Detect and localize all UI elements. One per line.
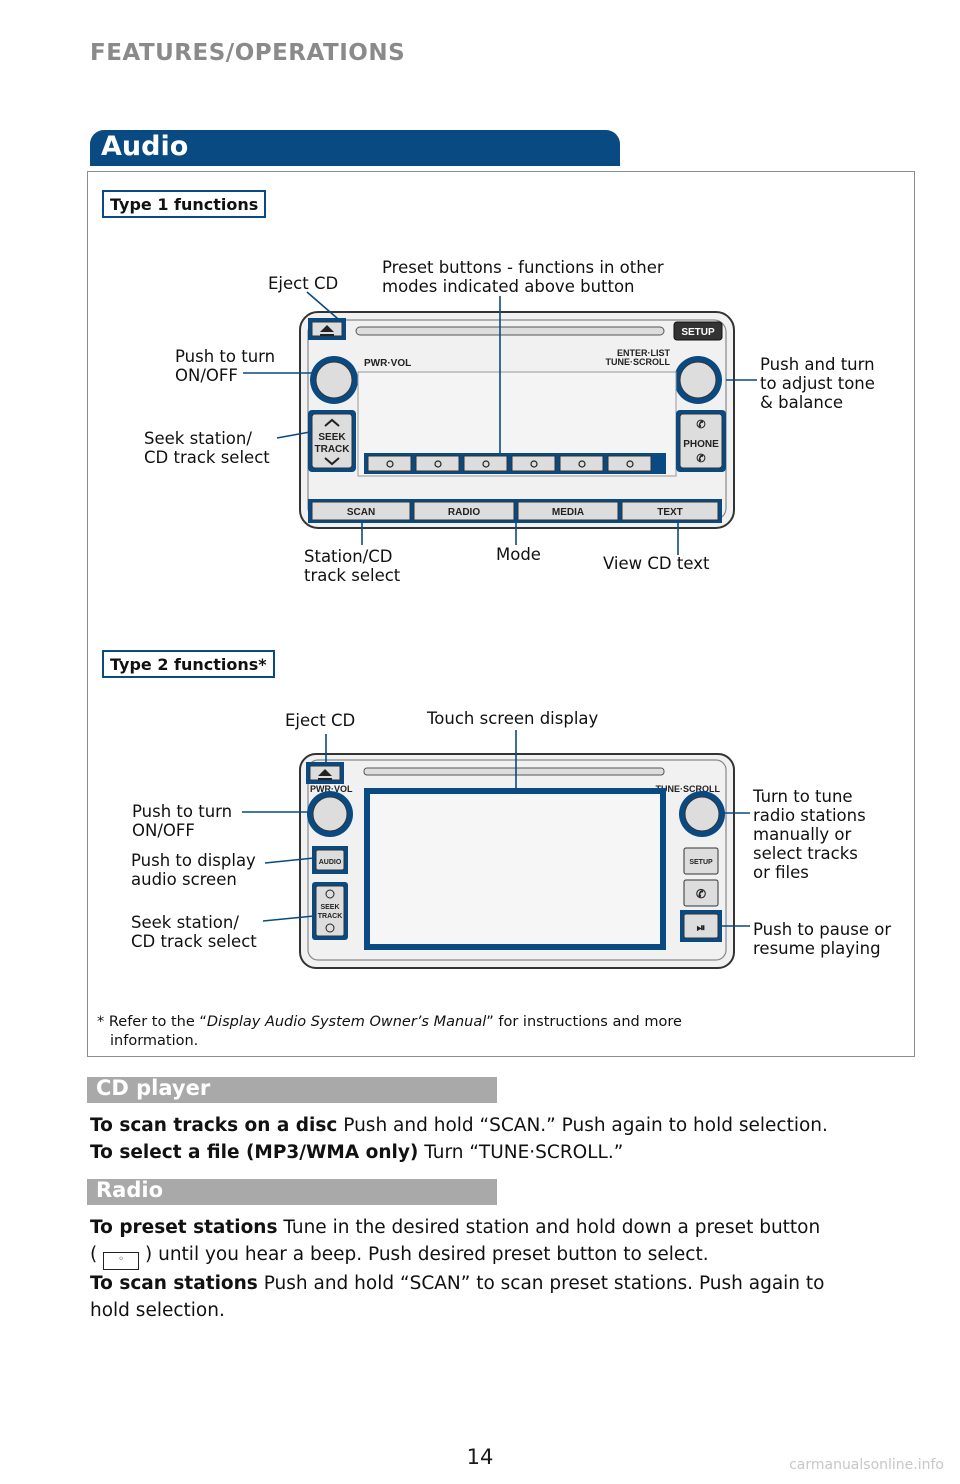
type1-mode-buttons: SCAN RADIO MEDIA TEXT <box>308 499 722 523</box>
preset-button-icon: ◦ <box>103 1252 140 1270</box>
play-pause-icon: ⏯ <box>697 922 706 934</box>
section-title: Audio <box>101 131 189 162</box>
manual-title: Display Audio System Owner’s Manual <box>206 1014 487 1030</box>
type1-tone-label: Push and turn to adjust tone & balance <box>760 355 875 412</box>
pwr-vol-label: PWR·VOL <box>364 358 411 369</box>
tune-scroll-label: TUNE·SCROLL <box>606 357 671 367</box>
type1-eject-label: Eject CD <box>268 274 339 293</box>
eject-icon <box>318 769 332 780</box>
svg-text:SEEK: SEEK <box>318 432 346 443</box>
type1-preset-label: Preset buttons - functions in other mode… <box>382 258 664 296</box>
type1-tag: Type 1 functions <box>102 190 267 218</box>
type2-pause-label: Push to pause or resume playing <box>753 920 892 958</box>
svg-text:SETUP: SETUP <box>689 859 713 866</box>
type2-seek-label: Seek station/ CD track select <box>131 913 257 951</box>
type1-view-text-label: View CD text <box>603 554 710 573</box>
type2-tune-label: Turn to tune radio stations manually or … <box>753 787 866 882</box>
cd-player-title: CD player <box>96 1076 211 1100</box>
page-number: 14 <box>466 1445 494 1469</box>
audio-figure-frame <box>87 171 915 1057</box>
text-button-label: TEXT <box>657 507 683 518</box>
radio-text: To preset stations Tune in the desired s… <box>90 1217 825 1321</box>
svg-text:TRACK: TRACK <box>315 444 351 455</box>
cd-player-text: To scan tracks on a disc Push and hold “… <box>90 1115 828 1163</box>
type1-setup-button <box>673 321 723 341</box>
type2-audio-label: Push to display audio screen <box>131 851 256 889</box>
type1-station-label: Station/CD track select <box>304 547 401 585</box>
pwr-vol-label: PWR·VOL <box>310 784 353 794</box>
setup-label: SETUP <box>681 327 715 338</box>
type1-power-label: Push to turn ON/OFF <box>175 347 276 385</box>
type2-seek-track-button: SEEK TRACK <box>312 882 348 940</box>
svg-text:SEEK: SEEK <box>320 904 339 911</box>
radio-title: Radio <box>96 1178 163 1202</box>
page-header: FEATURES/OPERATIONS <box>90 40 406 66</box>
type2-eject-label: Eject CD <box>285 711 356 730</box>
type1-phone-button: ✆ PHONE ✆ <box>676 410 726 472</box>
type1-head-unit: SETUP PWR·VOL ENTER·LIST TUNE·SCROLL SEE… <box>299 311 735 529</box>
type2-touch-label: Touch screen display <box>427 709 599 728</box>
svg-text:AUDIO: AUDIO <box>319 859 342 866</box>
enter-list-label: ENTER·LIST <box>617 348 671 358</box>
cd-player-bar <box>87 1077 497 1103</box>
type2-head-unit: PWR·VOL TUNE·SCROLL AUDIO SEEK TRACK SET… <box>299 753 735 969</box>
radio-button-label: RADIO <box>448 507 480 518</box>
scan-button-label: SCAN <box>347 507 375 518</box>
radio-bar <box>87 1179 497 1205</box>
type2-setup-button <box>683 847 719 875</box>
phone-down-icon: ✆ <box>696 453 705 465</box>
svg-text:TRACK: TRACK <box>318 913 343 920</box>
tune-scroll-label: TUNE·SCROLL <box>656 784 721 794</box>
eject-icon <box>320 325 334 336</box>
type2-phone-button <box>683 879 719 907</box>
type1-mode-label: Mode <box>496 545 541 564</box>
media-button-label: MEDIA <box>552 507 584 518</box>
type1-seek-track-button: SEEK TRACK <box>308 410 356 472</box>
section-bar <box>90 130 620 166</box>
svg-text:PHONE: PHONE <box>683 439 719 450</box>
type2-power-label: Push to turn ON/OFF <box>132 802 233 840</box>
phone-icon: ✆ <box>696 887 706 901</box>
type1-seek-label: Seek station/ CD track select <box>144 429 270 467</box>
type2-tag: Type 2 functions* <box>102 650 275 678</box>
type1-preset-buttons <box>364 453 666 474</box>
footnote: * Refer to the “Display Audio System Own… <box>97 1014 682 1049</box>
phone-up-icon: ✆ <box>696 419 705 431</box>
watermark: carmanualsonline.info <box>789 1457 944 1473</box>
